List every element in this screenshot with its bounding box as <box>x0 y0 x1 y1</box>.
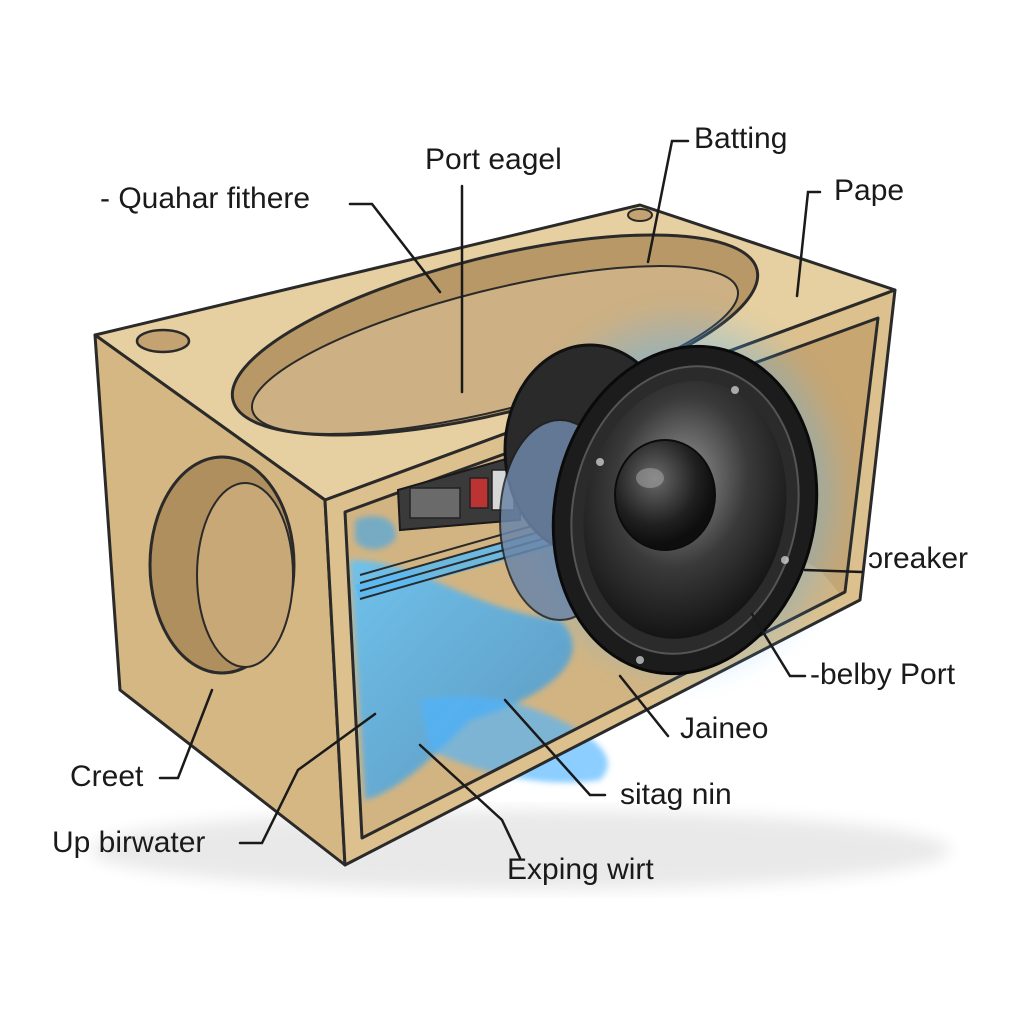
leader-jaineo <box>618 674 670 738</box>
label-port-eagel: Port eagel <box>425 143 562 176</box>
leader-creet <box>158 688 214 780</box>
top-hole-right <box>627 208 653 222</box>
label-exping-wirt: Exping wirt <box>507 853 654 886</box>
leader-breaker <box>803 568 864 574</box>
leader-lines <box>158 139 864 860</box>
leader-pape <box>795 190 822 298</box>
leader-up-birwater <box>238 712 377 845</box>
leader-quahar-fithere <box>348 202 442 294</box>
leader-sitag-nin <box>503 698 607 797</box>
label-creet: Creet <box>70 760 144 793</box>
label-belby-port: -belby Port <box>810 658 956 691</box>
label-quahar-fithere: - Quahar fithere <box>100 182 311 215</box>
top-hole-left <box>135 328 191 354</box>
label-pape: Pape <box>834 174 905 207</box>
label-sitag-nin: sitag nin <box>620 778 732 811</box>
side-port-inner <box>196 482 294 668</box>
top-port-inner <box>250 265 740 435</box>
leader-belby-port <box>750 612 807 678</box>
label-up-birwater: Up birwater <box>52 826 206 859</box>
leader-exping-wirt <box>418 743 522 860</box>
label-batting: Batting <box>694 122 788 155</box>
leader-batting <box>646 139 690 264</box>
label-breaker: ɔreaker <box>868 542 969 575</box>
speaker-driver <box>551 344 819 676</box>
label-jaineo: Jaineo <box>680 712 769 745</box>
